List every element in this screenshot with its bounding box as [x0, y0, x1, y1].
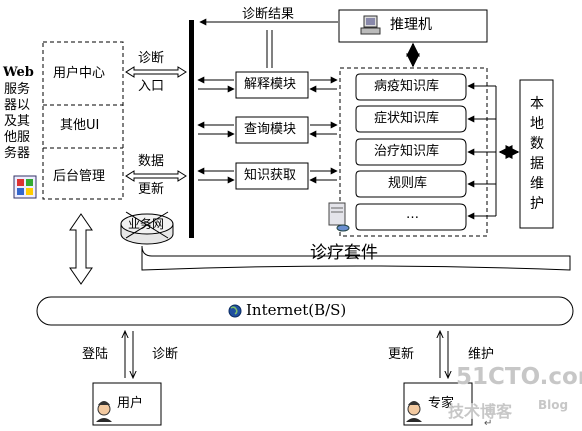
explain-module-box: [235, 71, 309, 99]
web-title: Web: [3, 65, 34, 80]
backend-admin-label: 后台管理: [53, 169, 106, 184]
user-avatar-icon: [96, 401, 112, 422]
lm-char-2: 数: [530, 136, 544, 152]
lm-char-1: 地: [530, 116, 544, 132]
web-char-2: 器: [4, 98, 18, 113]
kb-rules: 规则库: [388, 176, 428, 191]
query-module-box: [235, 116, 309, 144]
inference-engine-label: 推理机: [390, 17, 432, 33]
kb-symptom: 症状知识库: [374, 111, 440, 126]
maintenance-links: [467, 82, 497, 220]
internet-label: Internet(B/S): [246, 301, 347, 319]
suite-banner: [141, 245, 571, 271]
expert-update-label: 更新: [388, 347, 415, 362]
web-server-caption: 服务 器以 及其 他服 务器: [4, 82, 34, 162]
kb-epidemic: 病疫知识库: [374, 79, 440, 94]
server-icon: [13, 175, 37, 199]
computer-icon: [360, 15, 381, 35]
expert-maintain-label: 维护: [468, 347, 495, 362]
watermark-sub: 技术博客: [448, 402, 513, 421]
kb-more: …: [406, 207, 419, 222]
web-char-6: 他: [4, 130, 18, 145]
service-bus: [189, 20, 194, 238]
expert-label: 专家: [428, 396, 455, 411]
lm-char-3: 据: [530, 156, 544, 172]
explain-module-label: 解释模块: [244, 77, 297, 92]
query-module-label: 查询模块: [244, 122, 297, 137]
acquire-module-box: [235, 162, 309, 190]
web-char-8: 务: [4, 146, 18, 161]
diagnosis-entry-label-1: 诊断: [138, 51, 165, 66]
local-maintenance-label: 本 地 数 据 维 护: [529, 94, 545, 214]
data-update-label-2: 更新: [138, 182, 165, 197]
local-maintenance-box: [519, 79, 554, 229]
database-server-icon: [328, 202, 350, 232]
watermark-main: 51CTO.com: [456, 364, 582, 390]
business-network-icon: [120, 211, 174, 245]
watermark-blog: Blog: [538, 398, 569, 412]
data-update-arrow: [125, 170, 187, 182]
web-char-7: 服: [17, 130, 31, 145]
acquire-module-label: 知识获取: [244, 168, 297, 183]
user-label: 用户: [117, 396, 144, 411]
other-ui-label: 其他UI: [60, 118, 100, 133]
web-char-3: 以: [17, 98, 31, 113]
suite-label: 诊疗套件: [310, 243, 378, 263]
business-network-label: 业务网: [128, 217, 165, 231]
web-server-group: [42, 41, 124, 200]
expert-avatar-icon: [406, 401, 422, 422]
web-char-4: 及: [4, 114, 18, 129]
web-char-0: 服: [4, 82, 18, 97]
web-char-1: 务: [17, 82, 31, 97]
user-diagnose-label: 诊断: [152, 347, 179, 362]
globe-icon: [228, 304, 242, 318]
user-center-label: 用户中心: [53, 66, 106, 81]
server-internet-arrow: [69, 213, 93, 285]
web-char-9: 器: [17, 146, 31, 161]
diagnosis-entry-label-2: 入口: [138, 79, 165, 94]
internet-bar: [36, 296, 574, 326]
kb-treatment: 治疗知识库: [374, 144, 440, 159]
data-update-label-1: 数据: [138, 154, 165, 169]
lm-char-5: 护: [530, 196, 544, 212]
kb-shapes: [355, 73, 467, 231]
user-login-label: 登陆: [82, 347, 109, 362]
diagnosis-result-label: 诊断结果: [242, 7, 295, 22]
diagnosis-entry-arrow: [125, 66, 187, 78]
svg-text:↵: ↵: [484, 418, 492, 429]
lm-char-0: 本: [530, 96, 544, 112]
web-char-5: 其: [17, 114, 31, 129]
lm-char-4: 维: [530, 176, 544, 192]
